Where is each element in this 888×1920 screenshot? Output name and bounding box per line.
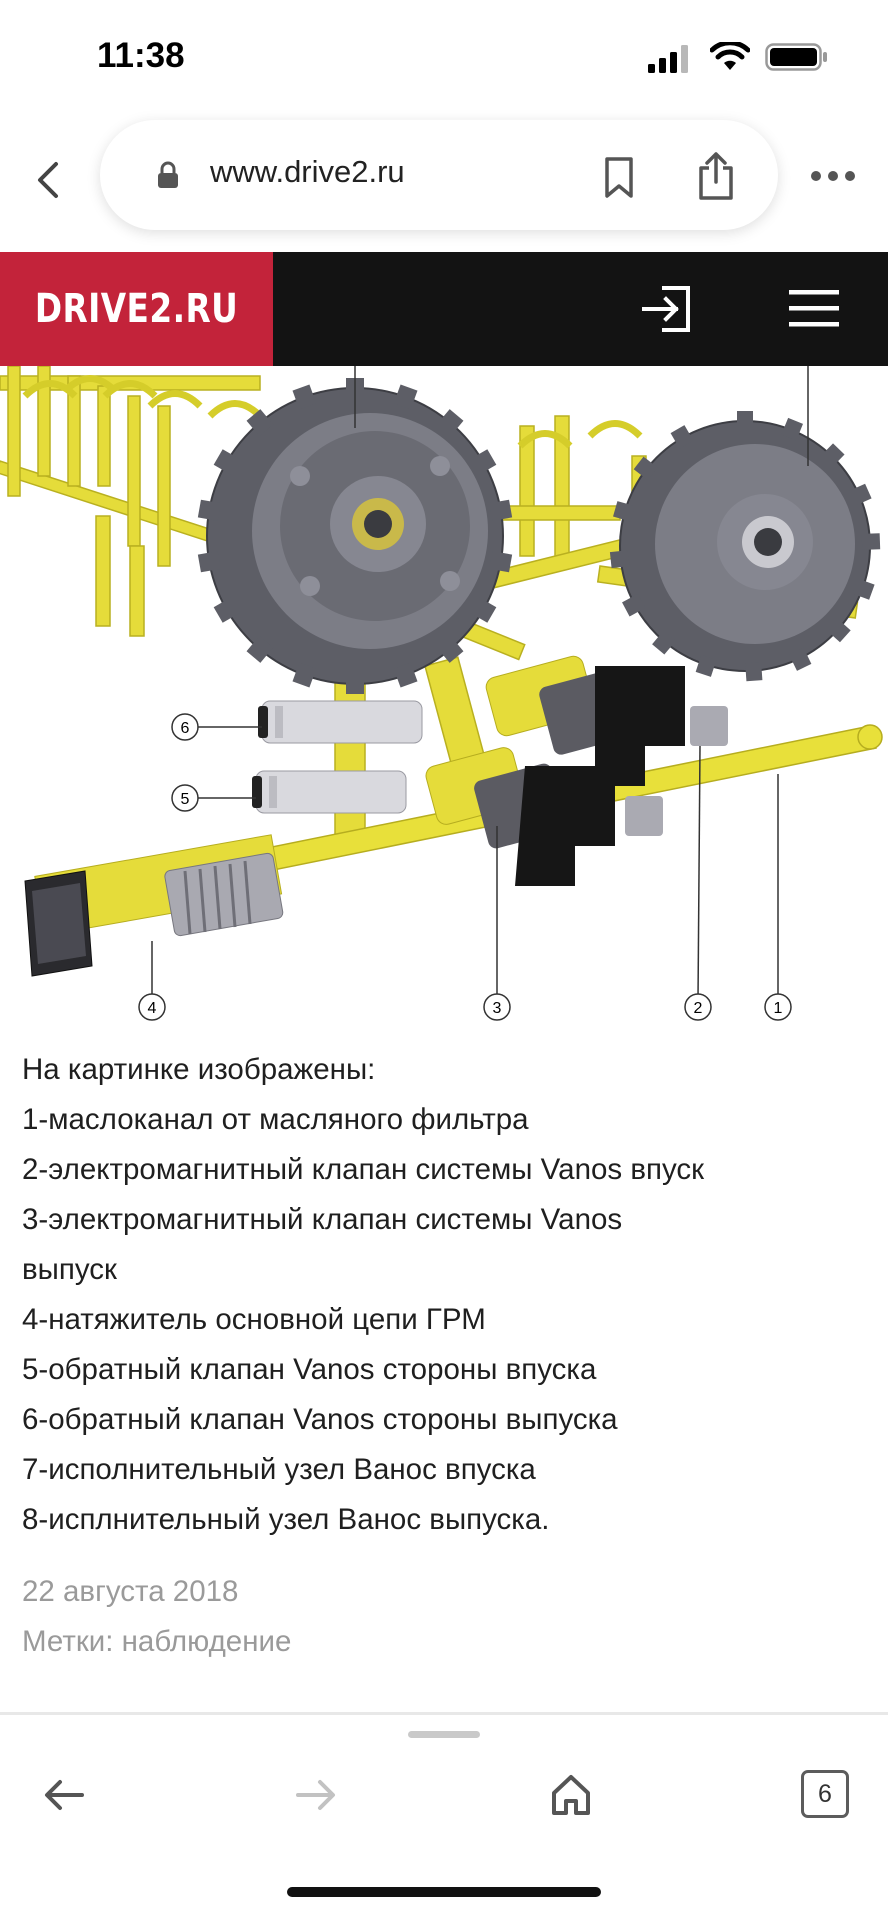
address-url[interactable]: www.drive2.ru (210, 154, 405, 189)
site-header: DRIVE2.RU (0, 252, 888, 366)
callout-2: 2 (694, 1000, 703, 1017)
home-icon[interactable] (550, 1773, 592, 1817)
solenoid-valve-2 (485, 655, 728, 786)
article-illustration: 6 5 4 3 2 1 (0, 366, 888, 1034)
article-body: На картинке изображены: 1-маслоканал от … (22, 1045, 872, 1545)
cellular-signal-icon (648, 45, 688, 73)
hamburger-menu-icon[interactable] (789, 288, 839, 328)
article-line: 3-электромагнитный клапан системы Vanos (22, 1203, 623, 1236)
status-time: 11:38 (97, 36, 185, 75)
address-bar[interactable]: www.drive2.ru (100, 120, 778, 230)
browser-bar: www.drive2.ru (0, 110, 888, 252)
bookmark-icon[interactable] (602, 156, 636, 200)
article-line: 8-исплнительный узел Ванос выпуска. (22, 1503, 550, 1536)
callout-5: 5 (181, 791, 190, 808)
toolbar-grabber[interactable] (408, 1731, 480, 1738)
article-line: 1-маслоканал от масляного фильтра (22, 1103, 529, 1136)
site-logo[interactable]: DRIVE2.RU (0, 252, 273, 366)
vanos-diagram: 6 5 4 3 2 1 (0, 366, 883, 1021)
nav-back-icon[interactable] (42, 1777, 86, 1813)
callout-3: 3 (493, 1000, 502, 1017)
article-date: 22 августа 2018 (22, 1575, 239, 1608)
browser-back-icon[interactable] (30, 150, 70, 210)
article-meta: 22 августа 2018 Метки: наблюдение (22, 1567, 291, 1667)
share-icon[interactable] (696, 150, 736, 202)
battery-icon (765, 43, 827, 71)
article-line: 4-натяжитель основной цепи ГРМ (22, 1303, 486, 1336)
chain-tensioner-4 (24, 834, 284, 977)
nav-forward-icon[interactable] (294, 1777, 338, 1813)
article-line: 6-обратный клапан Vanos стороны выпуска (22, 1403, 618, 1436)
callout-1: 1 (774, 1000, 783, 1017)
check-valve-5 (252, 770, 407, 814)
article-line: На картинке изображены: (22, 1053, 376, 1086)
article-line: 5-обратный клапан Vanos стороны впуска (22, 1353, 597, 1386)
article-line: 2-электромагнитный клапан системы Vanos … (22, 1153, 705, 1186)
status-bar: 11:38 (0, 0, 888, 110)
tabs-count-button[interactable]: 6 (801, 1770, 849, 1818)
more-options-icon[interactable] (810, 170, 856, 182)
article-tags[interactable]: Метки: наблюдение (22, 1625, 292, 1658)
site-logo-text: DRIVE2.RU (34, 286, 239, 332)
check-valve-6 (258, 700, 423, 744)
callout-6: 6 (181, 720, 190, 737)
article-line: 7-исполнительный узел Ванос впуска (22, 1453, 536, 1486)
right-sprocket (609, 411, 881, 682)
lock-icon (158, 161, 178, 188)
home-indicator[interactable] (287, 1887, 601, 1897)
wifi-icon (710, 42, 750, 70)
article-line: выпуск (22, 1253, 117, 1286)
callout-4: 4 (148, 1000, 157, 1017)
login-icon[interactable] (640, 284, 692, 334)
callout-labels: 6 5 4 3 2 1 (138, 713, 792, 1021)
browser-toolbar: 6 (0, 1715, 888, 1920)
toolbar-divider (0, 1712, 888, 1715)
